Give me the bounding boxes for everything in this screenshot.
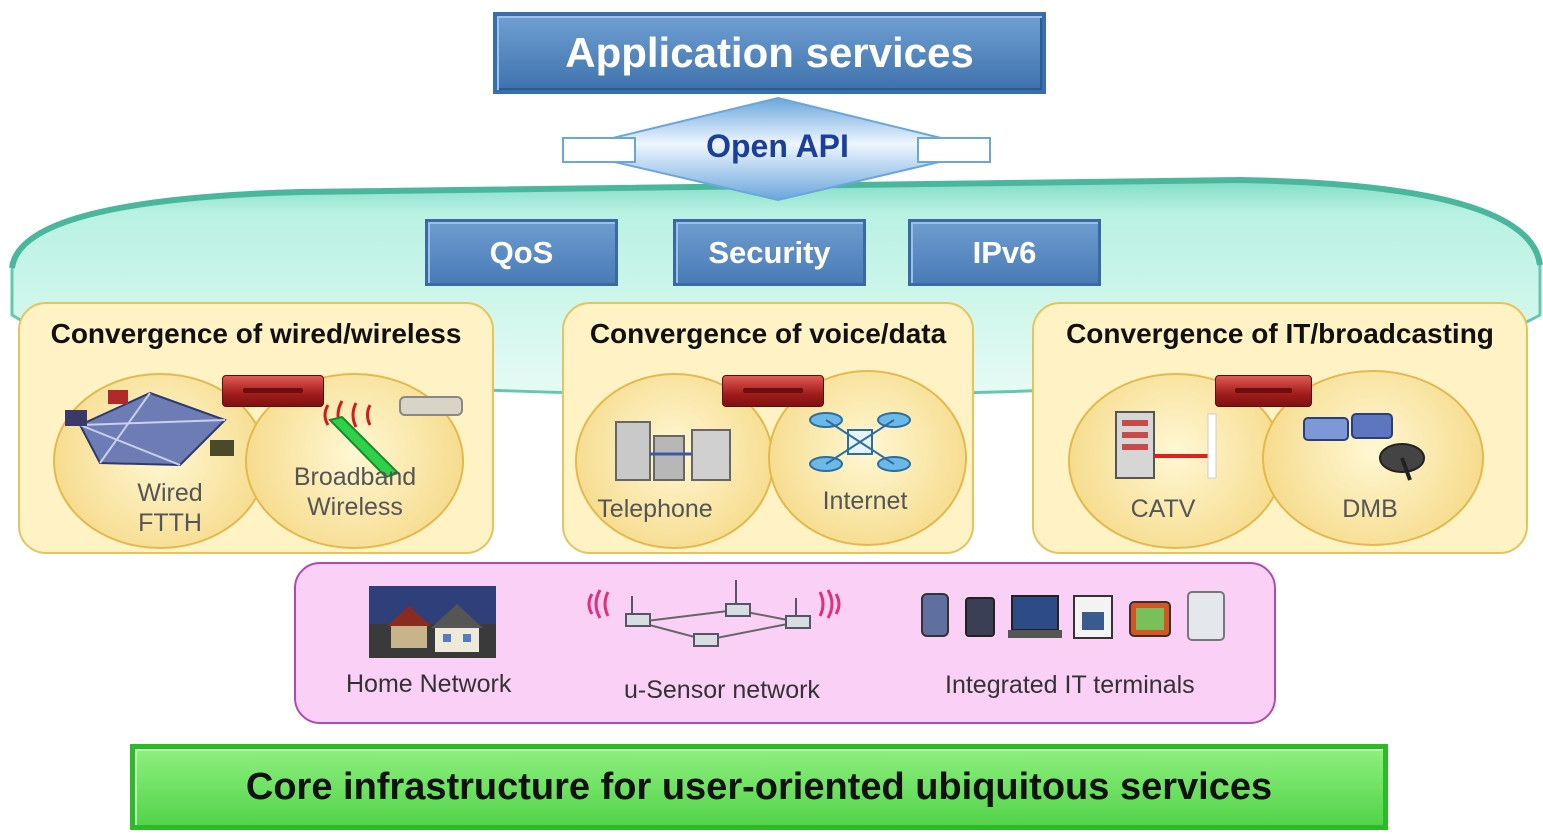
converter-device-icon — [722, 375, 824, 407]
broadband-label-line1: Broadband — [293, 463, 417, 491]
core-infrastructure-box: Core infrastructure for user-oriented ub… — [130, 744, 1388, 830]
convergence-it-broadcasting-title: Convergence of IT/broadcasting — [1066, 318, 1494, 349]
core-infrastructure-title: Core infrastructure for user-oriented ub… — [245, 765, 1273, 808]
convergence-voice-data-title: Convergence of voice/data — [589, 318, 947, 349]
api-notch-left — [562, 137, 636, 163]
wired-label-line2: FTTH — [138, 509, 202, 537]
broadband-wireless-label: Broadband Wireless — [280, 462, 430, 522]
api-notch-right — [917, 137, 991, 163]
it-terminals-label: Integrated IT terminals — [945, 671, 1195, 699]
qos-label: QoS — [489, 234, 554, 270]
router-network-icon — [809, 412, 911, 472]
telephone-switch-icon — [615, 421, 731, 481]
converter-device-icon — [222, 375, 324, 407]
sensor-network-label: u-Sensor network — [624, 676, 820, 704]
ipv6-box: IPv6 — [908, 219, 1101, 286]
security-box: Security — [673, 219, 866, 286]
security-label: Security — [708, 234, 831, 270]
broadband-label-line2: Wireless — [307, 493, 403, 521]
converter-device-icon — [1215, 375, 1312, 407]
wireless-signal-icon — [323, 396, 463, 479]
catv-label: CATV — [1130, 495, 1196, 523]
wired-label: Wired FTTH — [100, 478, 240, 538]
qos-box: QoS — [425, 219, 618, 286]
dmb-satellite-icon — [1303, 413, 1425, 481]
telephone-label: Telephone — [597, 495, 713, 523]
dmb-label: DMB — [1342, 495, 1398, 523]
fiber-network-icon — [65, 390, 234, 467]
catv-tower-icon — [1115, 411, 1217, 479]
wired-label-line1: Wired — [137, 479, 203, 507]
home-network-label: Home Network — [346, 670, 512, 698]
dmb-circle — [1262, 370, 1484, 546]
convergence-wired-wireless-title: Convergence of wired/wireless — [50, 318, 462, 349]
internet-label: Internet — [822, 487, 908, 515]
home-network-photo — [369, 586, 496, 658]
application-services-box: Application services — [493, 12, 1046, 94]
it-terminals-icons — [921, 591, 1225, 641]
open-api-label: Open API — [706, 128, 849, 164]
application-services-title: Application services — [565, 29, 974, 76]
ipv6-label: IPv6 — [972, 234, 1037, 270]
sensor-network-icon — [587, 580, 841, 647]
